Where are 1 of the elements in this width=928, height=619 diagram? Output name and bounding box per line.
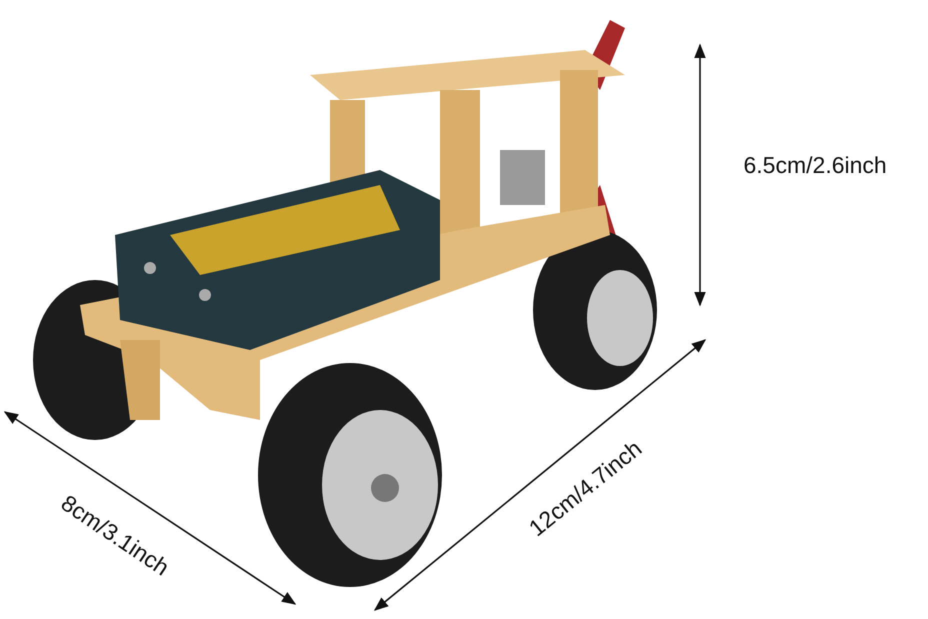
- dimension-label: 6.5cm/2.6inch: [744, 152, 887, 178]
